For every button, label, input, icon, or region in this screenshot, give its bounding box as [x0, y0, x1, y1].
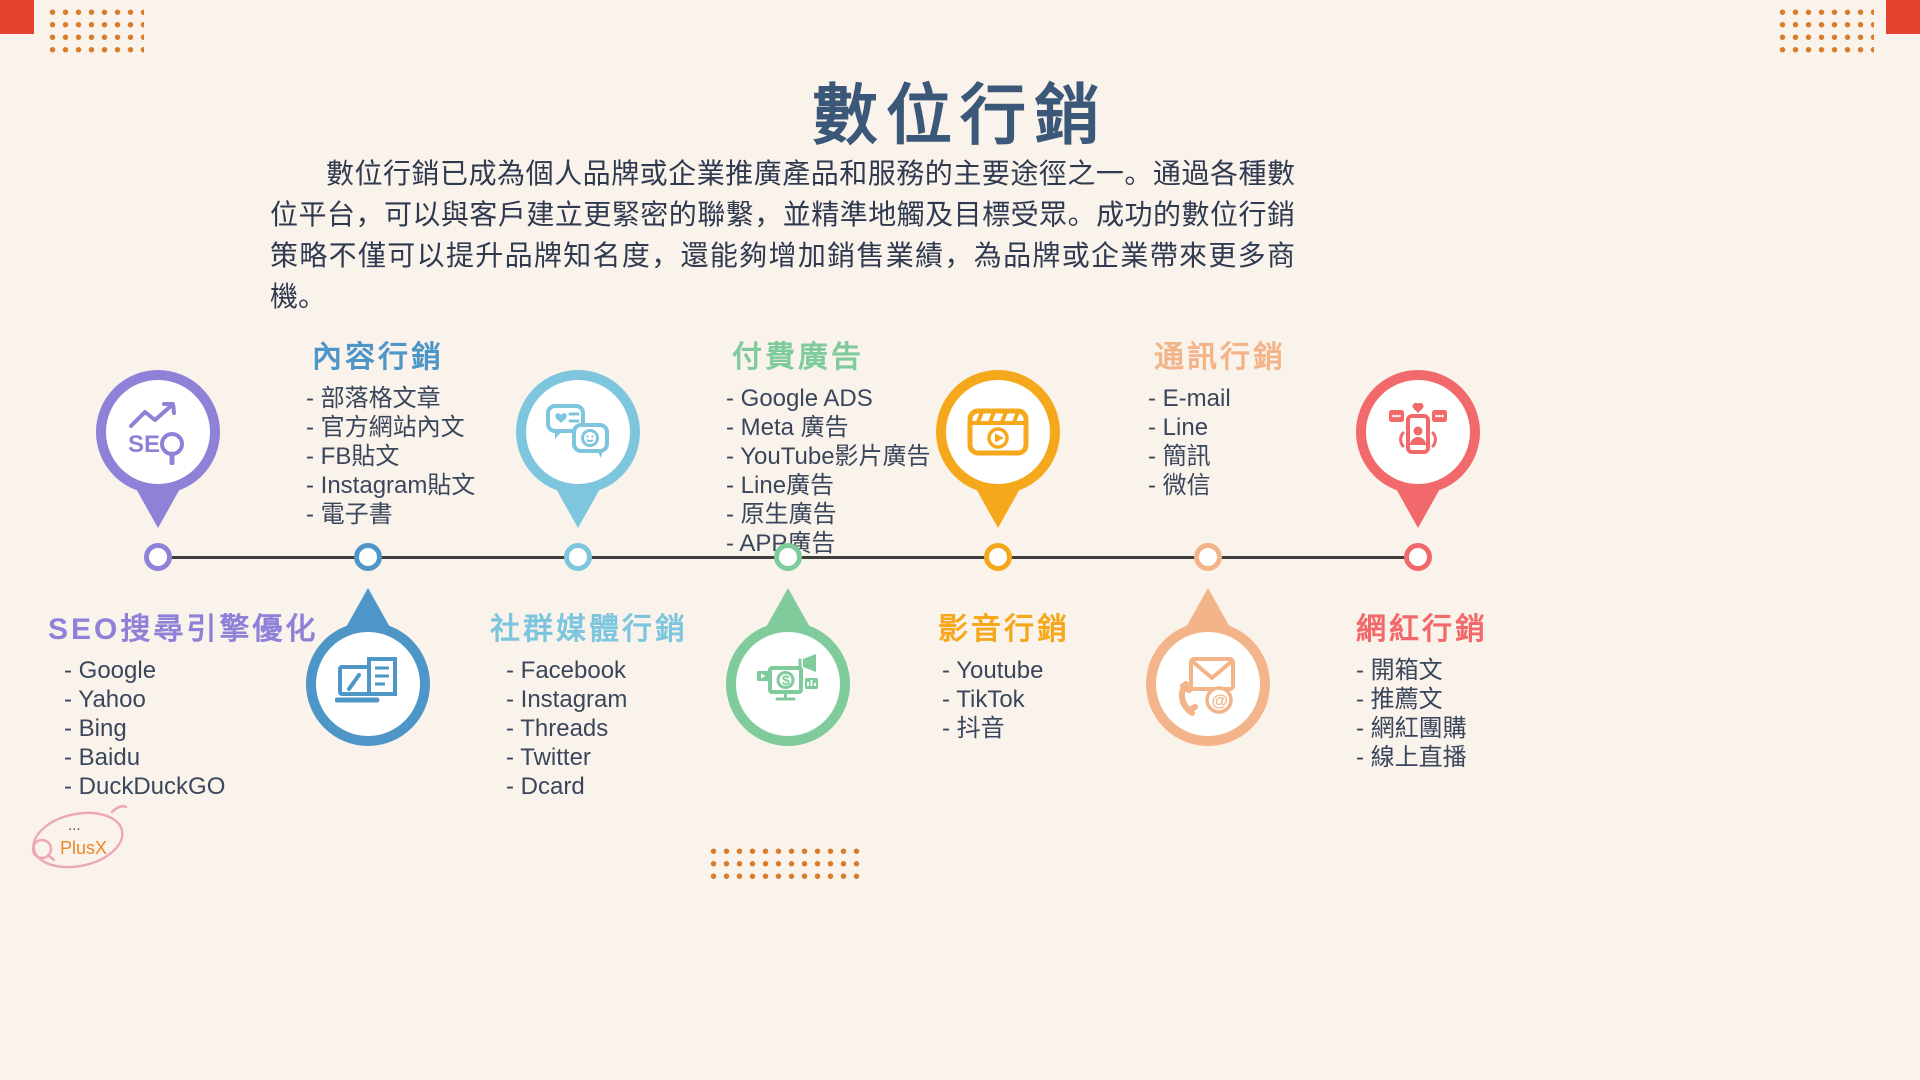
list-item: - 簡訊 — [1148, 443, 1211, 470]
intro-paragraph: 數位行銷已成為個人品牌或企業推廣產品和服務的主要途徑之一。通過各種數位平台，可以… — [270, 158, 1295, 313]
list-item: - Line廣告 — [726, 472, 835, 499]
seo-magnifier-icon: SE — [128, 402, 184, 465]
svg-text:$: $ — [782, 672, 790, 688]
group-list-messaging: - E-mail- Line- 簡訊- 微信 — [1148, 384, 1286, 500]
timeline-dot-messaging — [1194, 543, 1222, 571]
list-item: - E-mail — [1148, 385, 1231, 412]
list-item: - DuckDuckGO — [64, 773, 226, 800]
timeline-dot-influencer — [1404, 543, 1432, 571]
influencer-phone-icon — [1389, 402, 1447, 454]
pin-circle — [936, 370, 1060, 494]
svg-text:SE: SE — [128, 431, 160, 458]
group-video: 影音行銷 - Youtube- TikTok- 抖音 — [938, 604, 1070, 743]
timeline-pin-social — [516, 370, 640, 528]
pin-circle: @ — [1146, 622, 1270, 746]
envelope-phone-icon: @ — [1178, 657, 1235, 716]
list-item: - Facebook — [506, 657, 627, 684]
group-social: 社群媒體行銷 - Facebook- Instagram- Threads- T… — [490, 604, 688, 801]
group-list-content: - 部落格文章- 官方網站內文- FB貼文- Instagram貼文- 電子書 — [306, 384, 475, 529]
page-title: 數位行銷 — [812, 76, 1108, 154]
dot-pattern-top-right — [1776, 6, 1874, 58]
timeline-dot-social — [564, 543, 592, 571]
list-item: - Dcard — [506, 773, 585, 800]
list-item: - Instagram — [506, 686, 628, 713]
list-item: - 開箱文 — [1356, 657, 1443, 684]
list-item: - Baidu — [64, 744, 141, 771]
group-heading-influencer: 網紅行銷 — [1356, 613, 1488, 646]
list-item: - 抖音 — [942, 715, 1005, 742]
group-heading-seo: SEO搜尋引擎優化 — [48, 613, 319, 646]
corner-square-top-left — [0, 0, 34, 34]
group-seo: SEO搜尋引擎優化 - Google- Yahoo- Bing- Baidu- … — [48, 604, 318, 801]
list-item: - Threads — [506, 715, 609, 742]
list-item: - Google — [64, 657, 157, 684]
list-item: - 推薦文 — [1356, 686, 1443, 713]
group-paid-ads: 付費廣告 - Google ADS- Meta 廣告- YouTube影片廣告-… — [726, 332, 931, 558]
list-item: - 官方網站內文 — [306, 414, 465, 441]
list-item: - 電子書 — [306, 501, 393, 528]
list-item: - Instagram貼文 — [306, 472, 476, 499]
timeline-dot-seo — [144, 543, 172, 571]
list-item: - Line — [1148, 414, 1209, 441]
logo-dots: ... — [68, 817, 81, 834]
timeline-dot-paid-ads — [774, 543, 802, 571]
group-messaging: 通訊行銷 - E-mail- Line- 簡訊- 微信 — [1148, 332, 1286, 500]
group-list-influencer: - 開箱文- 推薦文- 網紅團購- 線上直播 — [1356, 656, 1488, 772]
pin-circle: SE — [96, 370, 220, 494]
laptop-document-icon — [335, 657, 397, 703]
group-list-video: - Youtube- TikTok- 抖音 — [938, 656, 1070, 743]
timeline-pin-content — [306, 588, 430, 746]
corner-square-top-right — [1886, 0, 1920, 34]
list-item: - 網紅團購 — [1356, 715, 1467, 742]
list-item: - Twitter — [506, 744, 591, 771]
list-item: - 部落格文章 — [306, 385, 441, 412]
ads-monitor-megaphone-icon: $ — [757, 654, 818, 701]
group-list-seo: - Google- Yahoo- Bing- Baidu- DuckDuckGO — [48, 656, 318, 801]
list-item: - Yahoo — [64, 686, 146, 713]
list-item: - Meta 廣告 — [726, 414, 849, 441]
plusx-logo: ... PlusX — [20, 796, 132, 883]
chat-bubbles-icon — [546, 404, 609, 458]
timeline-pin-paid-ads: $ — [726, 588, 850, 746]
list-item: - 微信 — [1148, 472, 1211, 499]
clapperboard-play-icon — [967, 408, 1029, 456]
list-item: - 原生廣告 — [726, 501, 837, 528]
timeline-pin-influencer — [1356, 370, 1480, 528]
pin-circle — [1356, 370, 1480, 494]
list-item: - TikTok — [942, 686, 1025, 713]
group-content: 內容行銷 - 部落格文章- 官方網站內文- FB貼文- Instagram貼文-… — [306, 332, 475, 529]
list-item: - FB貼文 — [306, 443, 400, 470]
pin-circle — [306, 622, 430, 746]
pin-circle: $ — [726, 622, 850, 746]
group-heading-video: 影音行銷 — [938, 613, 1070, 646]
dot-pattern-top-left — [46, 6, 144, 58]
logo-text: PlusX — [60, 838, 107, 858]
list-item: - APP廣告 — [726, 530, 836, 557]
dot-pattern-bottom-center — [707, 845, 861, 885]
svg-text:@: @ — [1212, 691, 1229, 710]
plusx-logo-graphic: ... PlusX — [31, 804, 128, 869]
timeline-dot-content — [354, 543, 382, 571]
list-item: - Bing — [64, 715, 127, 742]
list-item: - Google ADS — [726, 385, 873, 412]
timeline-pin-video — [936, 370, 1060, 528]
pin-circle — [516, 370, 640, 494]
timeline-pin-seo: SE — [96, 370, 220, 528]
group-list-social: - Facebook- Instagram- Threads- Twitter-… — [490, 656, 688, 801]
group-influencer: 網紅行銷 - 開箱文- 推薦文- 網紅團購- 線上直播 — [1356, 604, 1488, 772]
list-item: - Youtube — [942, 657, 1044, 684]
timeline-dot-video — [984, 543, 1012, 571]
list-item: - 線上直播 — [1356, 744, 1467, 771]
group-heading-paid-ads: 付費廣告 — [732, 341, 864, 374]
group-list-paid-ads: - Google ADS- Meta 廣告- YouTube影片廣告- Line… — [726, 384, 931, 558]
group-heading-social: 社群媒體行銷 — [490, 613, 688, 646]
list-item: - YouTube影片廣告 — [726, 443, 931, 470]
timeline-pin-messaging: @ — [1146, 588, 1270, 746]
group-heading-messaging: 通訊行銷 — [1154, 341, 1286, 374]
group-heading-content: 內容行銷 — [312, 341, 444, 374]
